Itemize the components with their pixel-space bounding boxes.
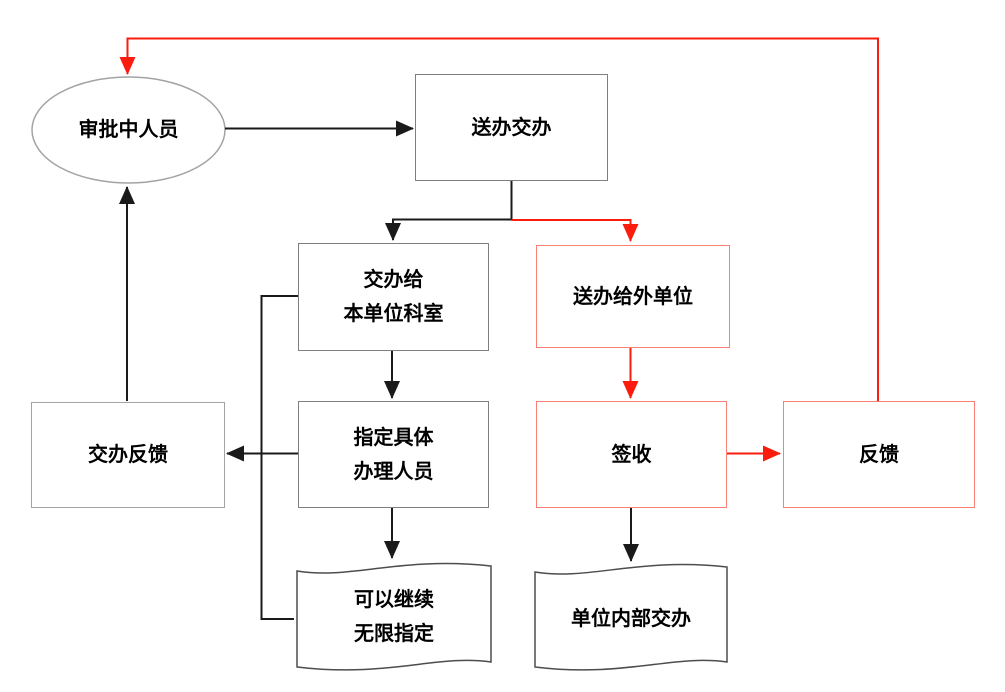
node-assign-feedback: 交办反馈 [31,402,225,508]
node-assign-dept-label-line2: 本单位科室 [343,303,444,325]
node-designate-person: 指定具体 办理人员 [298,401,489,508]
node-assign-dept: 交办给 本单位科室 [298,243,489,351]
node-send-external: 送办给外单位 [536,245,730,348]
approver-ellipse-shape [31,76,226,184]
node-sign-receive-label: 签收 [611,443,652,466]
node-send-assign-label: 送办交办 [471,116,552,139]
unlimited-designate-tape-shape [296,562,492,671]
edge-feedback-to-approver [119,37,879,401]
node-send-assign: 送办交办 [415,74,608,181]
bracket-assign-dept-unlimited-designate [260,295,298,620]
edge-send-assign-to-send-external [511,219,639,242]
node-feedback: 反馈 [783,401,975,508]
node-assign-dept-label-line1: 交办给 [363,269,424,291]
node-designate-person-label-line2: 办理人员 [353,460,434,483]
node-sign-receive: 签收 [536,401,727,508]
internal-assign-tape-shape [534,563,728,671]
node-feedback-label: 反馈 [859,443,899,466]
edge-send-assign-to-assign-dept [385,181,513,241]
node-send-external-label: 送办给外单位 [573,285,693,308]
node-designate-person-label-line1: 指定具体 [353,426,434,449]
node-assign-feedback-label: 交办反馈 [88,444,168,466]
